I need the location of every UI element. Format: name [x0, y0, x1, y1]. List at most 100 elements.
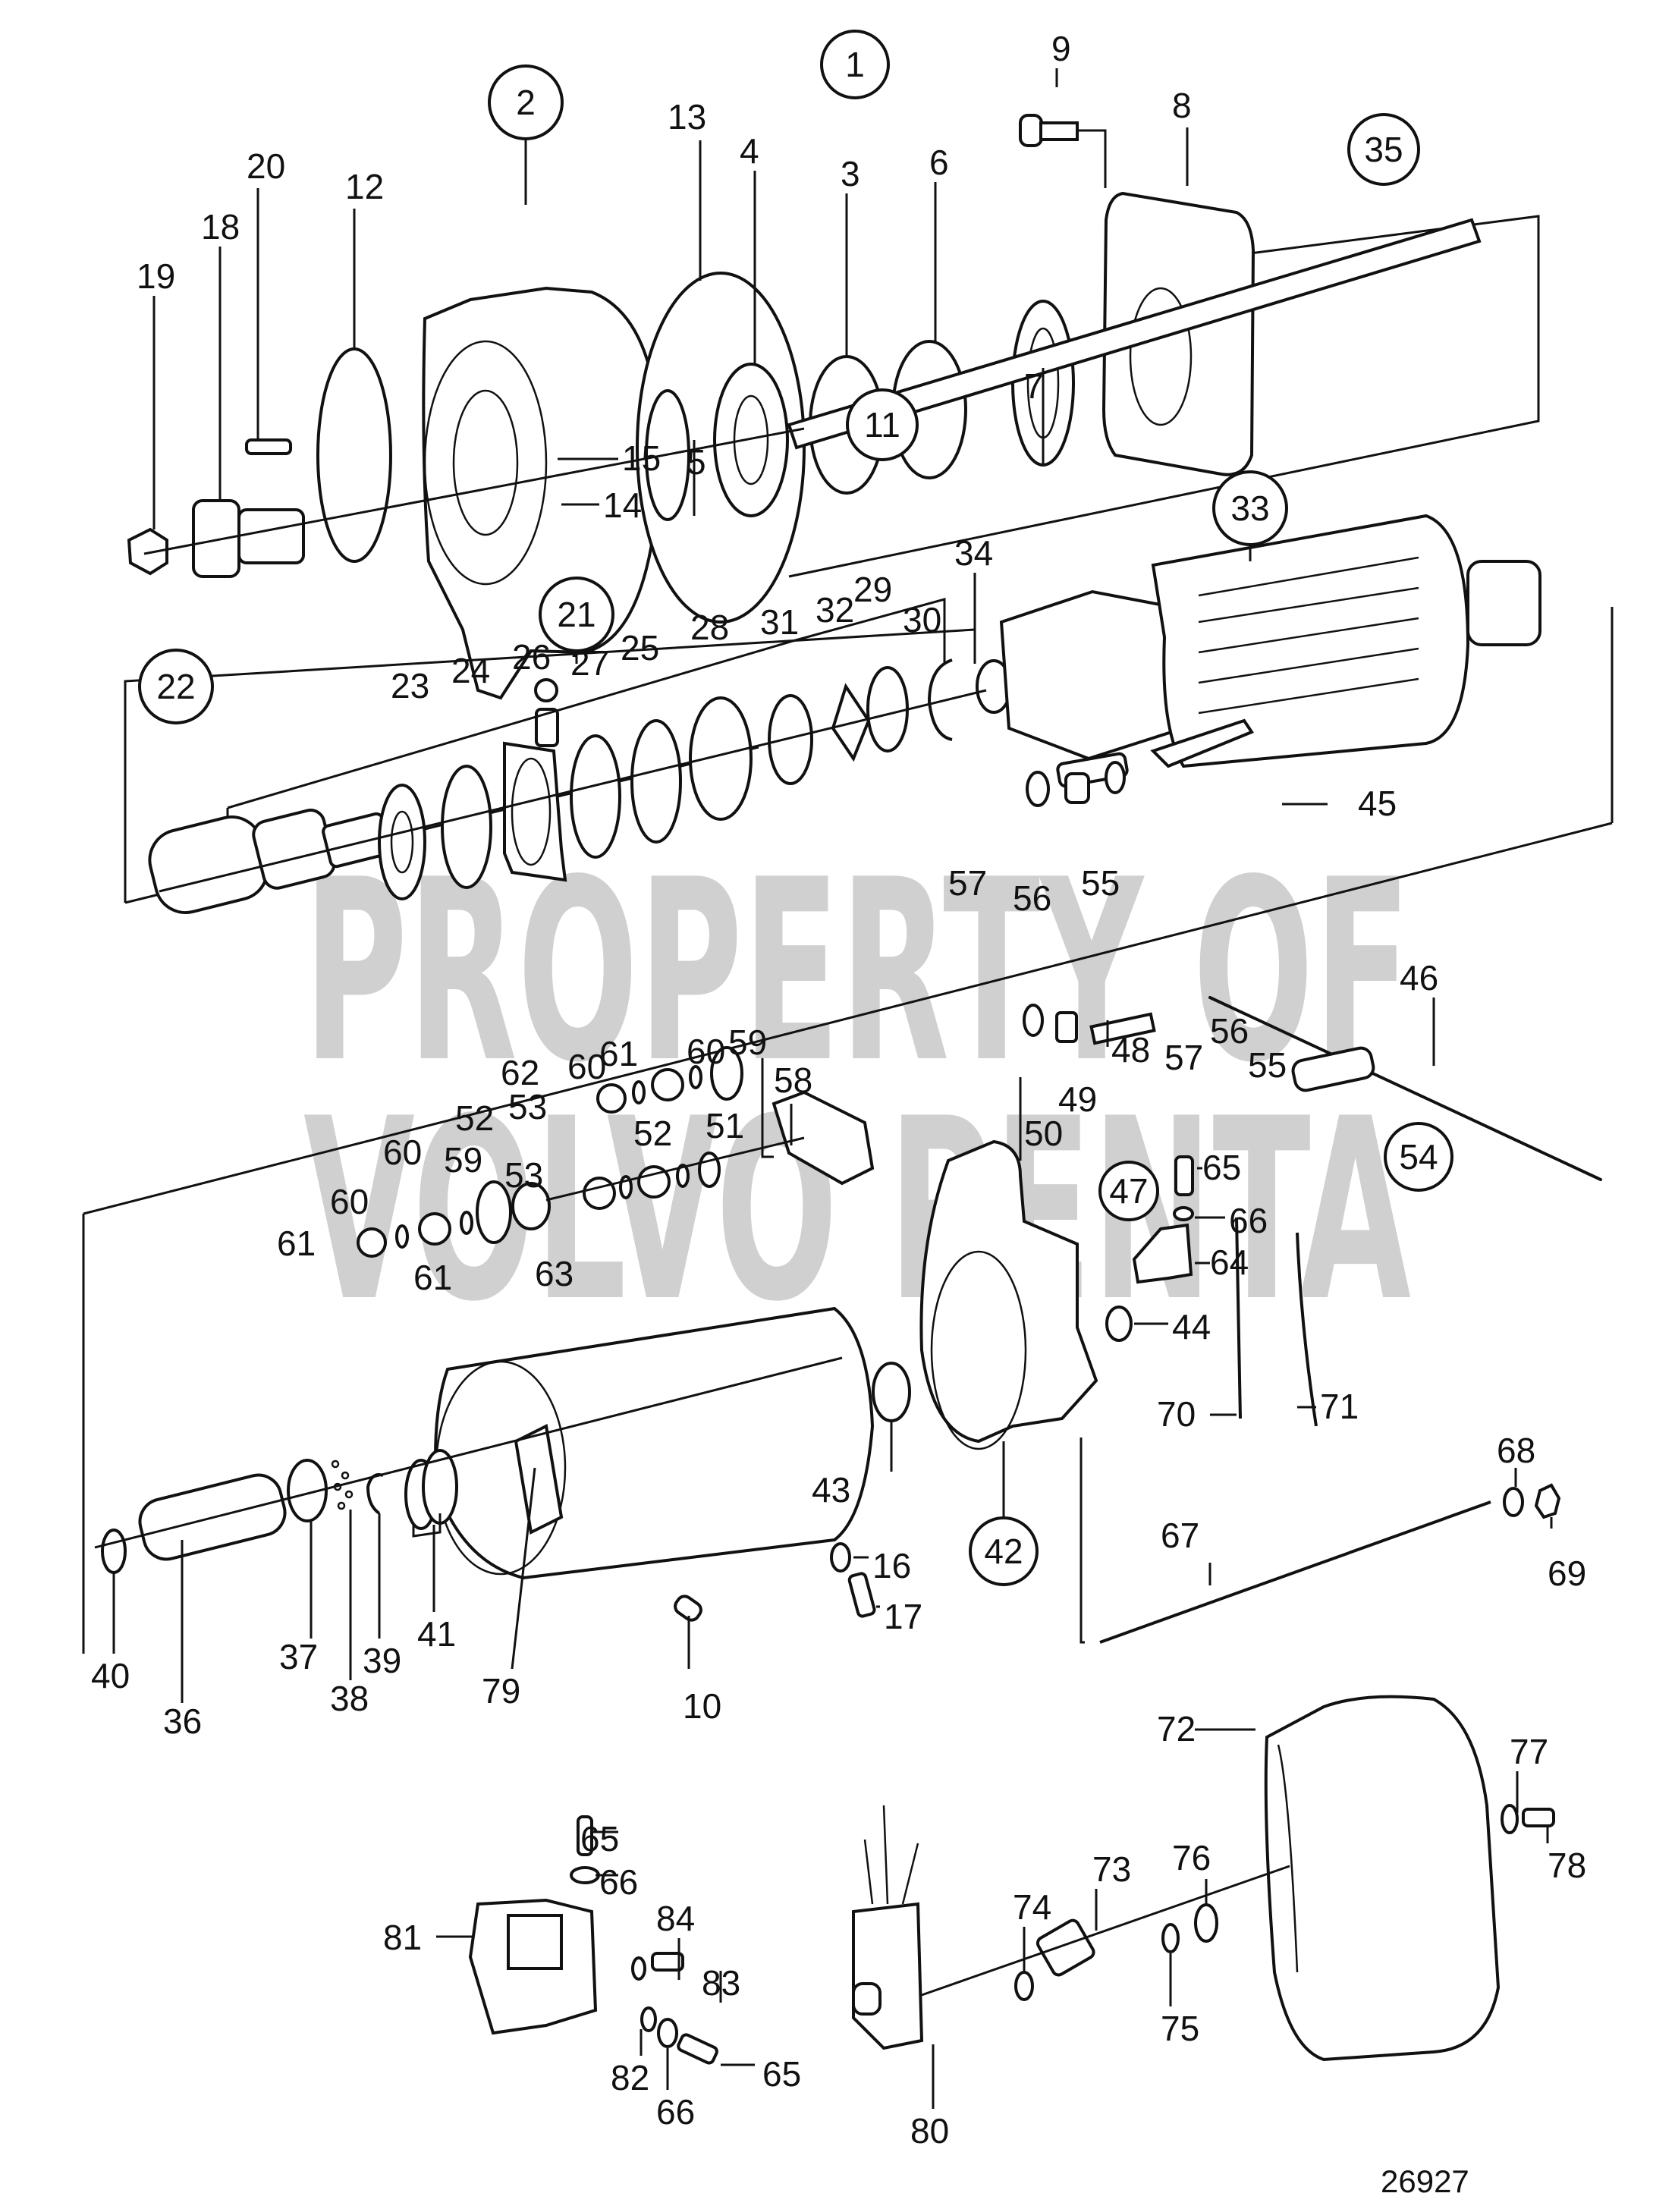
- callout-49[interactable]: 49: [1058, 1079, 1097, 1119]
- callout-82[interactable]: 82: [611, 2058, 649, 2097]
- callout-3[interactable]: 3: [841, 154, 860, 193]
- callout-54[interactable]: 54: [1384, 1122, 1453, 1192]
- callout-66[interactable]: 66: [656, 2092, 695, 2132]
- callout-60[interactable]: 60: [687, 1032, 725, 1071]
- callout-36[interactable]: 36: [163, 1701, 202, 1741]
- callout-66[interactable]: 66: [1229, 1201, 1268, 1240]
- callout-7[interactable]: 7: [1024, 366, 1044, 406]
- callout-57[interactable]: 57: [1164, 1038, 1203, 1077]
- callout-47[interactable]: 47: [1098, 1161, 1159, 1221]
- callout-35[interactable]: 35: [1347, 113, 1420, 186]
- callout-69[interactable]: 69: [1548, 1554, 1586, 1593]
- callout-78[interactable]: 78: [1548, 1846, 1586, 1885]
- callout-56[interactable]: 56: [1013, 878, 1051, 918]
- callout-57[interactable]: 57: [948, 863, 987, 903]
- callout-72[interactable]: 72: [1157, 1709, 1196, 1749]
- callout-52[interactable]: 52: [633, 1114, 672, 1153]
- callout-12[interactable]: 12: [345, 167, 384, 206]
- callout-65[interactable]: 65: [1202, 1148, 1241, 1187]
- callout-70[interactable]: 70: [1157, 1394, 1196, 1434]
- callout-28[interactable]: 28: [690, 608, 729, 647]
- callout-10[interactable]: 10: [683, 1686, 721, 1726]
- callout-4[interactable]: 4: [740, 131, 759, 171]
- callout-34[interactable]: 34: [954, 533, 993, 573]
- callout-32[interactable]: 32: [816, 590, 854, 630]
- callout-2[interactable]: 2: [488, 64, 564, 205]
- callout-53[interactable]: 53: [508, 1087, 547, 1126]
- callout-21[interactable]: 21: [539, 577, 614, 664]
- callout-16[interactable]: 16: [872, 1546, 911, 1585]
- callout-33[interactable]: 33: [1212, 470, 1288, 561]
- callout-61[interactable]: 61: [413, 1258, 452, 1297]
- callout-25[interactable]: 25: [621, 628, 659, 668]
- callout-42[interactable]: 42: [969, 1441, 1039, 1586]
- part-10-plug: [674, 1595, 702, 1622]
- callout-71[interactable]: 71: [1320, 1387, 1359, 1426]
- part-callouts: 9 8 13 4 3 6 7 20 12 18 19 15 5 14 34 29…: [91, 29, 1586, 2151]
- callout-67[interactable]: 67: [1161, 1516, 1199, 1555]
- callout-45[interactable]: 45: [1358, 784, 1397, 823]
- callout-74[interactable]: 74: [1013, 1887, 1051, 1927]
- callout-39[interactable]: 39: [363, 1641, 401, 1680]
- callout-60[interactable]: 60: [383, 1133, 422, 1172]
- callout-23[interactable]: 23: [391, 666, 429, 705]
- callout-26[interactable]: 26: [512, 637, 551, 677]
- callout-61[interactable]: 61: [599, 1034, 638, 1073]
- callout-50[interactable]: 50: [1024, 1114, 1063, 1153]
- callout-58[interactable]: 58: [774, 1060, 812, 1100]
- callout-22[interactable]: 22: [138, 649, 214, 724]
- callout-59[interactable]: 59: [728, 1023, 767, 1062]
- callout-14[interactable]: 14: [603, 485, 642, 525]
- callout-43[interactable]: 43: [812, 1470, 850, 1510]
- callout-46[interactable]: 46: [1400, 958, 1438, 998]
- callout-20[interactable]: 20: [247, 146, 285, 186]
- callout-79[interactable]: 79: [482, 1671, 520, 1711]
- callout-31[interactable]: 31: [760, 602, 799, 642]
- callout-37[interactable]: 37: [279, 1637, 318, 1676]
- callout-64[interactable]: 64: [1210, 1243, 1249, 1282]
- callout-60[interactable]: 60: [330, 1182, 369, 1221]
- callout-44[interactable]: 44: [1172, 1307, 1211, 1346]
- callout-53[interactable]: 53: [504, 1155, 543, 1195]
- callout-56[interactable]: 56: [1210, 1011, 1249, 1051]
- callout-38[interactable]: 38: [330, 1679, 369, 1718]
- callout-11[interactable]: 11: [846, 388, 919, 461]
- callout-62[interactable]: 62: [501, 1053, 539, 1092]
- callout-15[interactable]: 15: [622, 438, 661, 478]
- callout-48[interactable]: 48: [1111, 1030, 1150, 1070]
- callout-5[interactable]: 5: [687, 442, 706, 482]
- callout-68[interactable]: 68: [1497, 1431, 1535, 1470]
- callout-55[interactable]: 55: [1248, 1045, 1287, 1085]
- callout-6[interactable]: 6: [929, 143, 949, 182]
- callout-29[interactable]: 29: [853, 570, 892, 609]
- callout-19[interactable]: 19: [137, 256, 175, 296]
- callout-18[interactable]: 18: [201, 207, 240, 247]
- callout-77[interactable]: 77: [1510, 1732, 1548, 1771]
- callout-9[interactable]: 9: [1051, 29, 1071, 68]
- callout-63[interactable]: 63: [535, 1254, 574, 1293]
- callout-76[interactable]: 76: [1172, 1838, 1211, 1877]
- callout-80[interactable]: 80: [910, 2111, 949, 2151]
- callout-59[interactable]: 59: [444, 1140, 482, 1180]
- callout-51[interactable]: 51: [706, 1106, 744, 1145]
- callout-40[interactable]: 40: [91, 1656, 130, 1695]
- callout-66[interactable]: 66: [599, 1862, 638, 1902]
- callout-27[interactable]: 27: [570, 643, 609, 683]
- callout-61[interactable]: 61: [277, 1224, 316, 1263]
- callout-60[interactable]: 60: [567, 1047, 606, 1086]
- callout-65[interactable]: 65: [580, 1819, 619, 1859]
- callout-17[interactable]: 17: [884, 1597, 922, 1636]
- callout-8[interactable]: 8: [1172, 86, 1192, 125]
- callout-84[interactable]: 84: [656, 1899, 695, 1938]
- callout-65[interactable]: 65: [762, 2054, 801, 2094]
- callout-1[interactable]: 1: [820, 30, 890, 99]
- callout-52[interactable]: 52: [455, 1098, 494, 1138]
- callout-30[interactable]: 30: [903, 600, 941, 639]
- callout-55[interactable]: 55: [1081, 863, 1120, 903]
- callout-41[interactable]: 41: [417, 1614, 456, 1654]
- callout-75[interactable]: 75: [1161, 2009, 1199, 2048]
- callout-24[interactable]: 24: [451, 651, 490, 690]
- callout-81[interactable]: 81: [383, 1918, 422, 1957]
- callout-13[interactable]: 13: [668, 97, 706, 137]
- callout-73[interactable]: 73: [1092, 1849, 1131, 1889]
